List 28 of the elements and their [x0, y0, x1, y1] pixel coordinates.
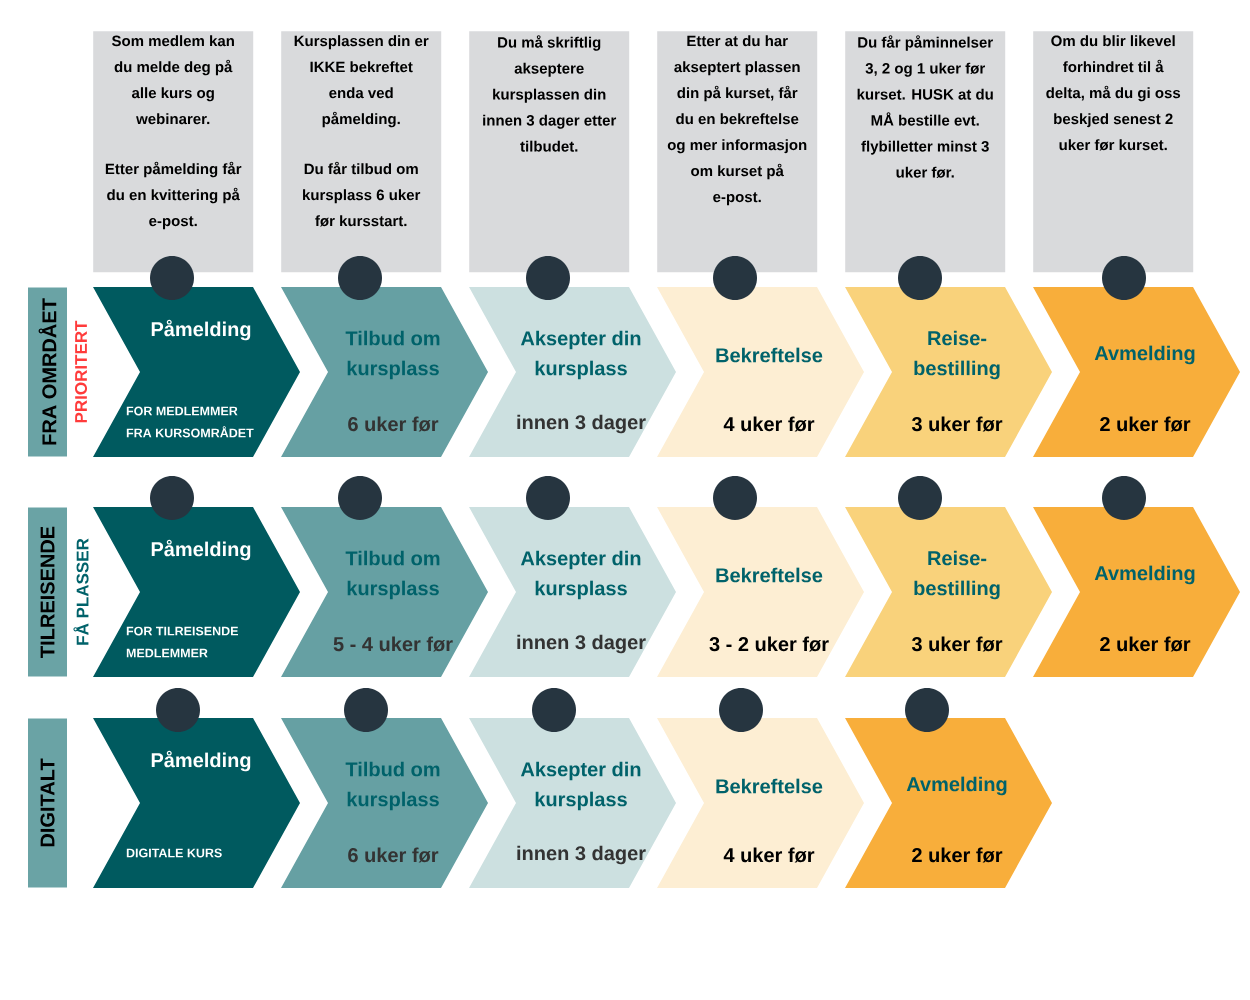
process-step: Påmelding FOR MEDLEMMER FRA KURSOMRÅDET	[93, 287, 300, 457]
note-box: Kursplassen din er IKKE bekreftet enda ved påmelding. Du får tilbud om kursplass 6 uker før kursstart.	[281, 31, 442, 273]
process-step: Avmelding 2 uker før	[845, 718, 1052, 888]
side-label: FÅ PLASSER	[73, 538, 89, 645]
process-step: Aksepter din kursplass innen 3 dager	[469, 507, 676, 677]
note-box: Som medlem kan du melde deg på alle kurs og webinarer. Etter påmelding får du en kvittering på e-post.	[93, 31, 254, 273]
process-step: Tilbud om kursplass 6 uker før	[281, 718, 488, 888]
side-label: PRIORITERT	[75, 320, 88, 423]
process-step: Reise- bestilling 3 uker før	[845, 507, 1052, 677]
process-step: Påmelding FOR TILREISENDE MEDLEMMER	[93, 507, 300, 677]
row-label: TILREISENDE	[28, 507, 67, 677]
process-step: Aksepter din kursplass innen 3 dager	[469, 287, 676, 457]
process-step: Avmelding 2 uker før	[1033, 287, 1240, 457]
note-box: Om du blir likevel forhindret til å delta, må du gi oss beskjed senest 2 uker før kurset.	[1033, 31, 1194, 273]
note-box: Du får påminnelser 3, 2 og 1 uker før kurset. HUSK at du MÅ bestille evt. flybilletter minst 3 uker før.	[845, 31, 1006, 273]
process-step: Tilbud om kursplass 6 uker før	[281, 287, 488, 457]
process-step: Tilbud om kursplass 5 - 4 uker før	[281, 507, 488, 677]
process-step: Bekreftelse 4 uker før	[657, 718, 864, 888]
process-step: Avmelding 2 uker før	[1033, 507, 1240, 677]
note-box: Du må skriftlig akseptere kursplassen din innen 3 dager etter tilbudet.	[469, 31, 630, 273]
note-box: Etter at du har akseptert plassen din på kurset, får du en bekreftelse og mer informasjon om kurset på e-post.	[657, 31, 818, 273]
process-step: Bekreftelse 4 uker før	[657, 287, 864, 457]
process-step: Aksepter din kursplass innen 3 dager	[469, 718, 676, 888]
process-step: Reise- bestilling 3 uker før	[845, 287, 1052, 457]
process-step: Påmelding DIGITALE KURS	[93, 718, 300, 888]
row-label: FRA OMRDÅET	[28, 287, 67, 457]
process-step: Bekreftelse 3 - 2 uker før	[657, 507, 864, 677]
row-label: DIGITALT	[28, 718, 67, 888]
